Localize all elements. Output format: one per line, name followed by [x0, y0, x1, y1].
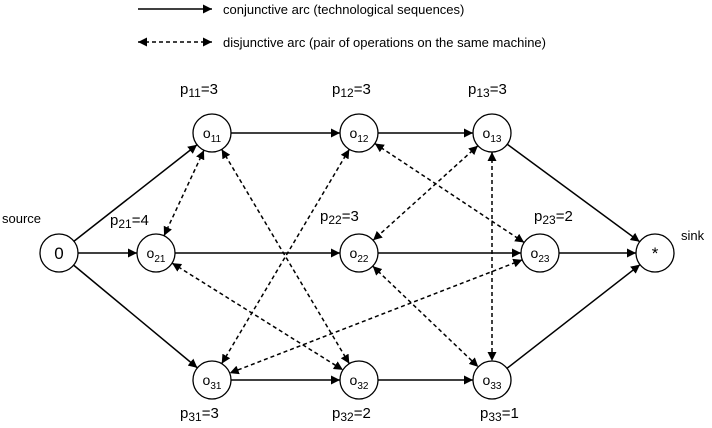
disjunctive-arc-o21-o32 — [171, 262, 344, 371]
node-sink: * — [635, 233, 675, 273]
ptime-o31: p31=3 — [180, 405, 219, 424]
node-o11: o11 — [192, 113, 232, 153]
sink-label: sink — [681, 228, 705, 243]
ptime-o12: p12=3 — [332, 81, 371, 100]
node-circle-sink — [635, 233, 675, 273]
node-o13: o13 — [472, 113, 512, 153]
node-label-o31: o31 — [203, 372, 222, 392]
node-label-o11: o11 — [203, 125, 222, 145]
disjunctive-arc-o12-o23 — [374, 142, 525, 244]
node-label-o21: o21 — [147, 245, 166, 265]
node-circle-o13 — [472, 113, 512, 153]
disjunctive-arc-o23-o31 — [229, 258, 523, 375]
legend-conjunctive-text: conjunctive arc (technological sequences… — [223, 2, 464, 17]
node-circle-o33 — [472, 360, 512, 400]
ptime-o21: p21=4 — [110, 212, 149, 231]
node-o21: o21 — [136, 233, 176, 273]
node-o33: o33 — [472, 360, 512, 400]
processing-times: p11=3 p12=3 p13=3 p21=4 p22=3 p23=2 p31=3 p32=2… — [110, 81, 573, 424]
node-label-o12: o12 — [350, 125, 369, 145]
ptime-o22: p22=3 — [320, 208, 359, 227]
node-source: 0 — [39, 233, 79, 273]
disjunctive-arc-o11-o21 — [163, 149, 205, 237]
source-label: source — [2, 211, 41, 226]
ptime-o33: p33=1 — [480, 405, 519, 424]
disjunctive-arc-o13-o22 — [372, 145, 479, 241]
disjunctive-arc-o22-o33 — [372, 265, 479, 368]
node-label-o22: o22 — [350, 245, 369, 265]
node-o23: o23 — [520, 233, 560, 273]
nodes: 0 o11 o12 o13 o21 o22 o23 o31 o32 o33 * — [39, 113, 675, 400]
node-circle-o11 — [192, 113, 232, 153]
node-circle-o31 — [192, 360, 232, 400]
ptime-o11: p11=3 — [180, 81, 218, 100]
node-o32: o32 — [339, 360, 379, 400]
node-label-o32: o32 — [350, 372, 369, 392]
legend-disjunctive-text: disjunctive arc (pair of operations on t… — [223, 35, 546, 50]
node-o12: o12 — [339, 113, 379, 153]
node-circle-o32 — [339, 360, 379, 400]
node-circle-o22 — [339, 233, 379, 273]
ptime-o32: p32=2 — [332, 405, 371, 424]
legend: conjunctive arc (technological sequences… — [138, 2, 546, 50]
node-o31: o31 — [192, 360, 232, 400]
ptime-o13: p13=3 — [468, 81, 507, 100]
node-circle-o23 — [520, 233, 560, 273]
node-circle-o21 — [136, 233, 176, 273]
edges — [73, 128, 641, 385]
node-circle-source — [39, 233, 79, 273]
node-label-o33: o33 — [483, 372, 502, 392]
conjunctive-arc-o13-sink — [506, 143, 641, 243]
ptime-o23: p23=2 — [534, 208, 573, 227]
node-label-o23: o23 — [531, 245, 550, 265]
node-o22: o22 — [339, 233, 379, 273]
node-label-source: 0 — [54, 244, 63, 263]
node-label-sink: * — [652, 244, 659, 263]
node-label-o13: o13 — [483, 125, 502, 145]
conjunctive-arc-source-o31 — [73, 264, 198, 369]
node-circle-o12 — [339, 113, 379, 153]
conjunctive-arc-o33-sink — [506, 264, 641, 369]
